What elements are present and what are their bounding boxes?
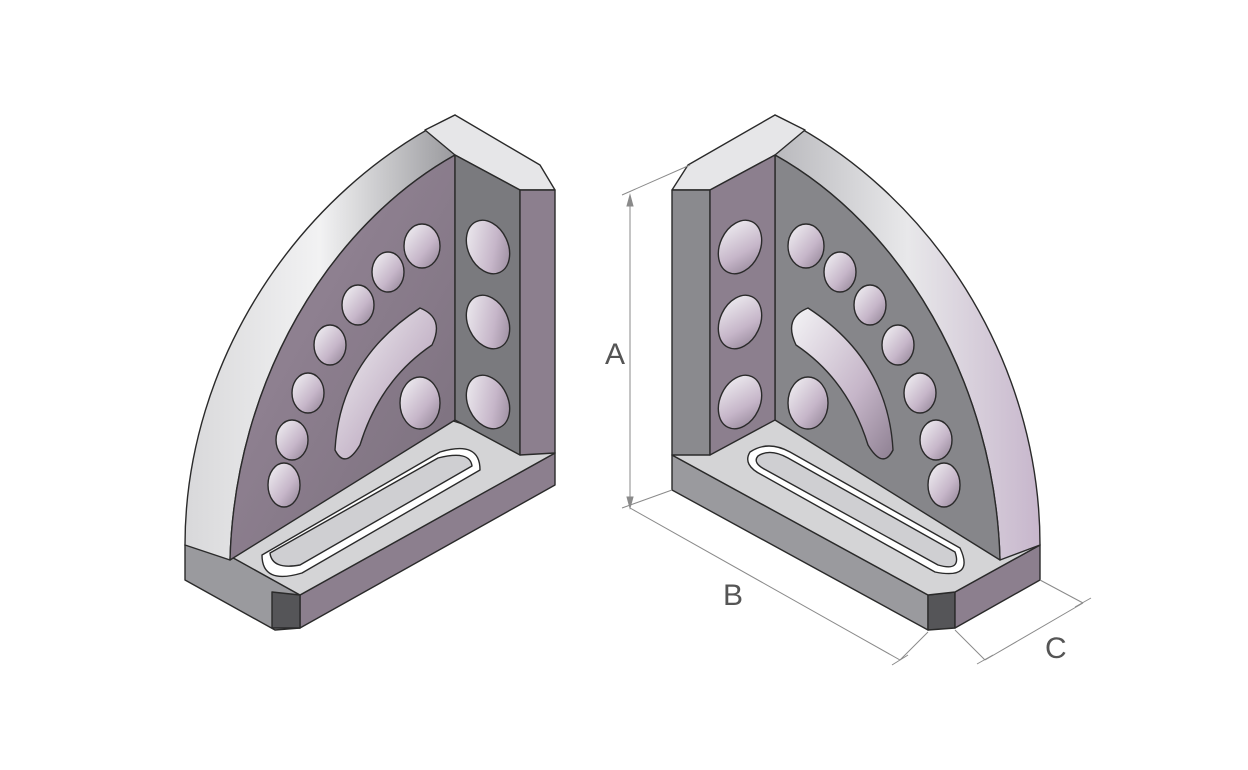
right-scallop-hole-5 bbox=[903, 372, 937, 414]
left-scallop-hole-5 bbox=[291, 372, 325, 414]
left-base-chamfer bbox=[271, 591, 301, 629]
left-wall-hole-1 bbox=[465, 219, 511, 275]
dimension-label-c: C bbox=[1045, 632, 1067, 665]
right-scallop-hole-7 bbox=[927, 462, 961, 508]
right-wall-side-face bbox=[671, 189, 711, 456]
right-bracket bbox=[671, 114, 1041, 631]
left-scallop-hole-1 bbox=[403, 223, 441, 269]
left-wall-side-face bbox=[519, 189, 556, 456]
right-scallop-hole-6 bbox=[919, 419, 953, 461]
right-wall-hole-1 bbox=[717, 219, 763, 275]
left-scallop-hole-4 bbox=[313, 324, 347, 366]
left-scallop-hole-2 bbox=[371, 251, 405, 293]
right-base-chamfer bbox=[927, 591, 956, 631]
left-scallop-hole-6 bbox=[275, 419, 309, 461]
left-bracket bbox=[184, 114, 556, 631]
left-scallop-hole-7 bbox=[267, 462, 301, 508]
right-scallop-hole-4 bbox=[881, 324, 915, 366]
dimension-label-a: A bbox=[605, 338, 625, 371]
right-wall-hole-3 bbox=[717, 374, 763, 430]
left-wall-hole-3 bbox=[465, 374, 511, 430]
left-scallop-hole-3 bbox=[341, 284, 375, 326]
right-wall-hole-2 bbox=[717, 294, 763, 350]
dimension-lines bbox=[621, 164, 1092, 666]
right-inner-hole bbox=[787, 376, 829, 430]
right-scallop-hole-1 bbox=[787, 223, 825, 269]
left-wall-hole-2 bbox=[465, 294, 511, 350]
right-scallop-hole-2 bbox=[823, 251, 857, 293]
dimension-label-b: B bbox=[723, 579, 743, 612]
right-curved-slot bbox=[790, 307, 894, 460]
left-inner-hole bbox=[399, 376, 441, 430]
left-curved-slot bbox=[334, 307, 438, 460]
right-scallop-hole-3 bbox=[853, 284, 887, 326]
